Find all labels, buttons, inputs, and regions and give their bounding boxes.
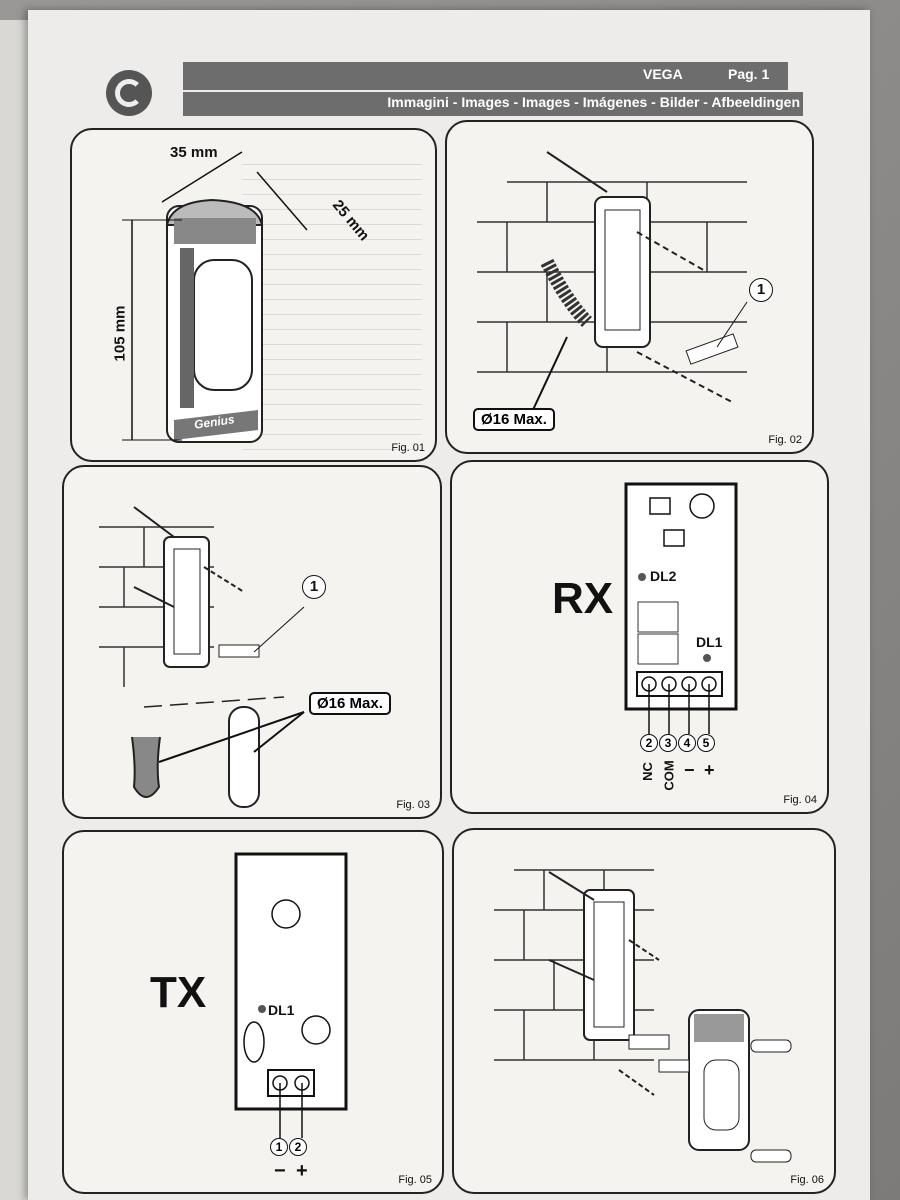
terminal-nc-label: NC	[639, 762, 655, 781]
terminal-com-label: COM	[661, 760, 677, 791]
figure-02-label: Fig. 02	[768, 434, 802, 446]
part-callout-1: 1	[749, 278, 774, 302]
figure-06-label: Fig. 06	[790, 1174, 824, 1186]
product-name: VEGA	[643, 66, 683, 82]
receiver-board-drawing	[624, 482, 738, 734]
max-diameter-label: Ø16 Max.	[309, 692, 391, 715]
figure-04-label: Fig. 04	[783, 794, 817, 806]
led-dl1-label: DL1	[696, 634, 723, 650]
led-dl1-label: DL1	[268, 1002, 295, 1018]
bleed-through-lines	[242, 150, 422, 450]
figure-01-label: Fig. 01	[391, 442, 425, 454]
max-diameter-label: Ø16 Max.	[473, 408, 555, 431]
part-callout-1: 1	[302, 575, 327, 599]
assembly-drawing	[494, 869, 792, 1163]
transmitter-board-drawing	[234, 852, 348, 1138]
width-dimension: 35 mm	[170, 144, 218, 161]
wall-mount-drawing	[477, 151, 748, 413]
wall-mount-pipe-drawing	[99, 506, 305, 808]
figure-03-panel: 1 Ø16 Max. Fig. 03	[62, 465, 442, 819]
led-dl2-label: DL2	[650, 568, 677, 584]
figure-05-label: Fig. 05	[398, 1174, 432, 1186]
terminal-plus-label: +	[704, 760, 715, 780]
header-bar	[183, 62, 788, 90]
brand-logo-icon	[106, 70, 152, 116]
terminal-minus-label: −	[274, 1160, 286, 1182]
images-subtitle: Immagini - Images - Images - Imágenes - …	[387, 94, 800, 110]
receiver-title: RX	[552, 574, 614, 623]
page-number: Pag. 1	[728, 66, 770, 82]
figure-03-label: Fig. 03	[396, 799, 430, 811]
subtitle-bar	[183, 92, 803, 116]
figure-06-panel: Fig. 06	[452, 828, 836, 1194]
figure-02-panel: 1 Ø16 Max. Fig. 02	[445, 120, 814, 454]
height-dimension: 105 mm	[111, 305, 129, 362]
device-dimensions-drawing	[122, 151, 308, 443]
terminal-plus-label: +	[296, 1160, 308, 1182]
terminal-minus-label: −	[684, 760, 695, 780]
transmitter-title: TX	[150, 968, 207, 1017]
figure-01-panel: 35 mm 25 mm 105 mm Genius Fig. 01	[70, 128, 437, 462]
